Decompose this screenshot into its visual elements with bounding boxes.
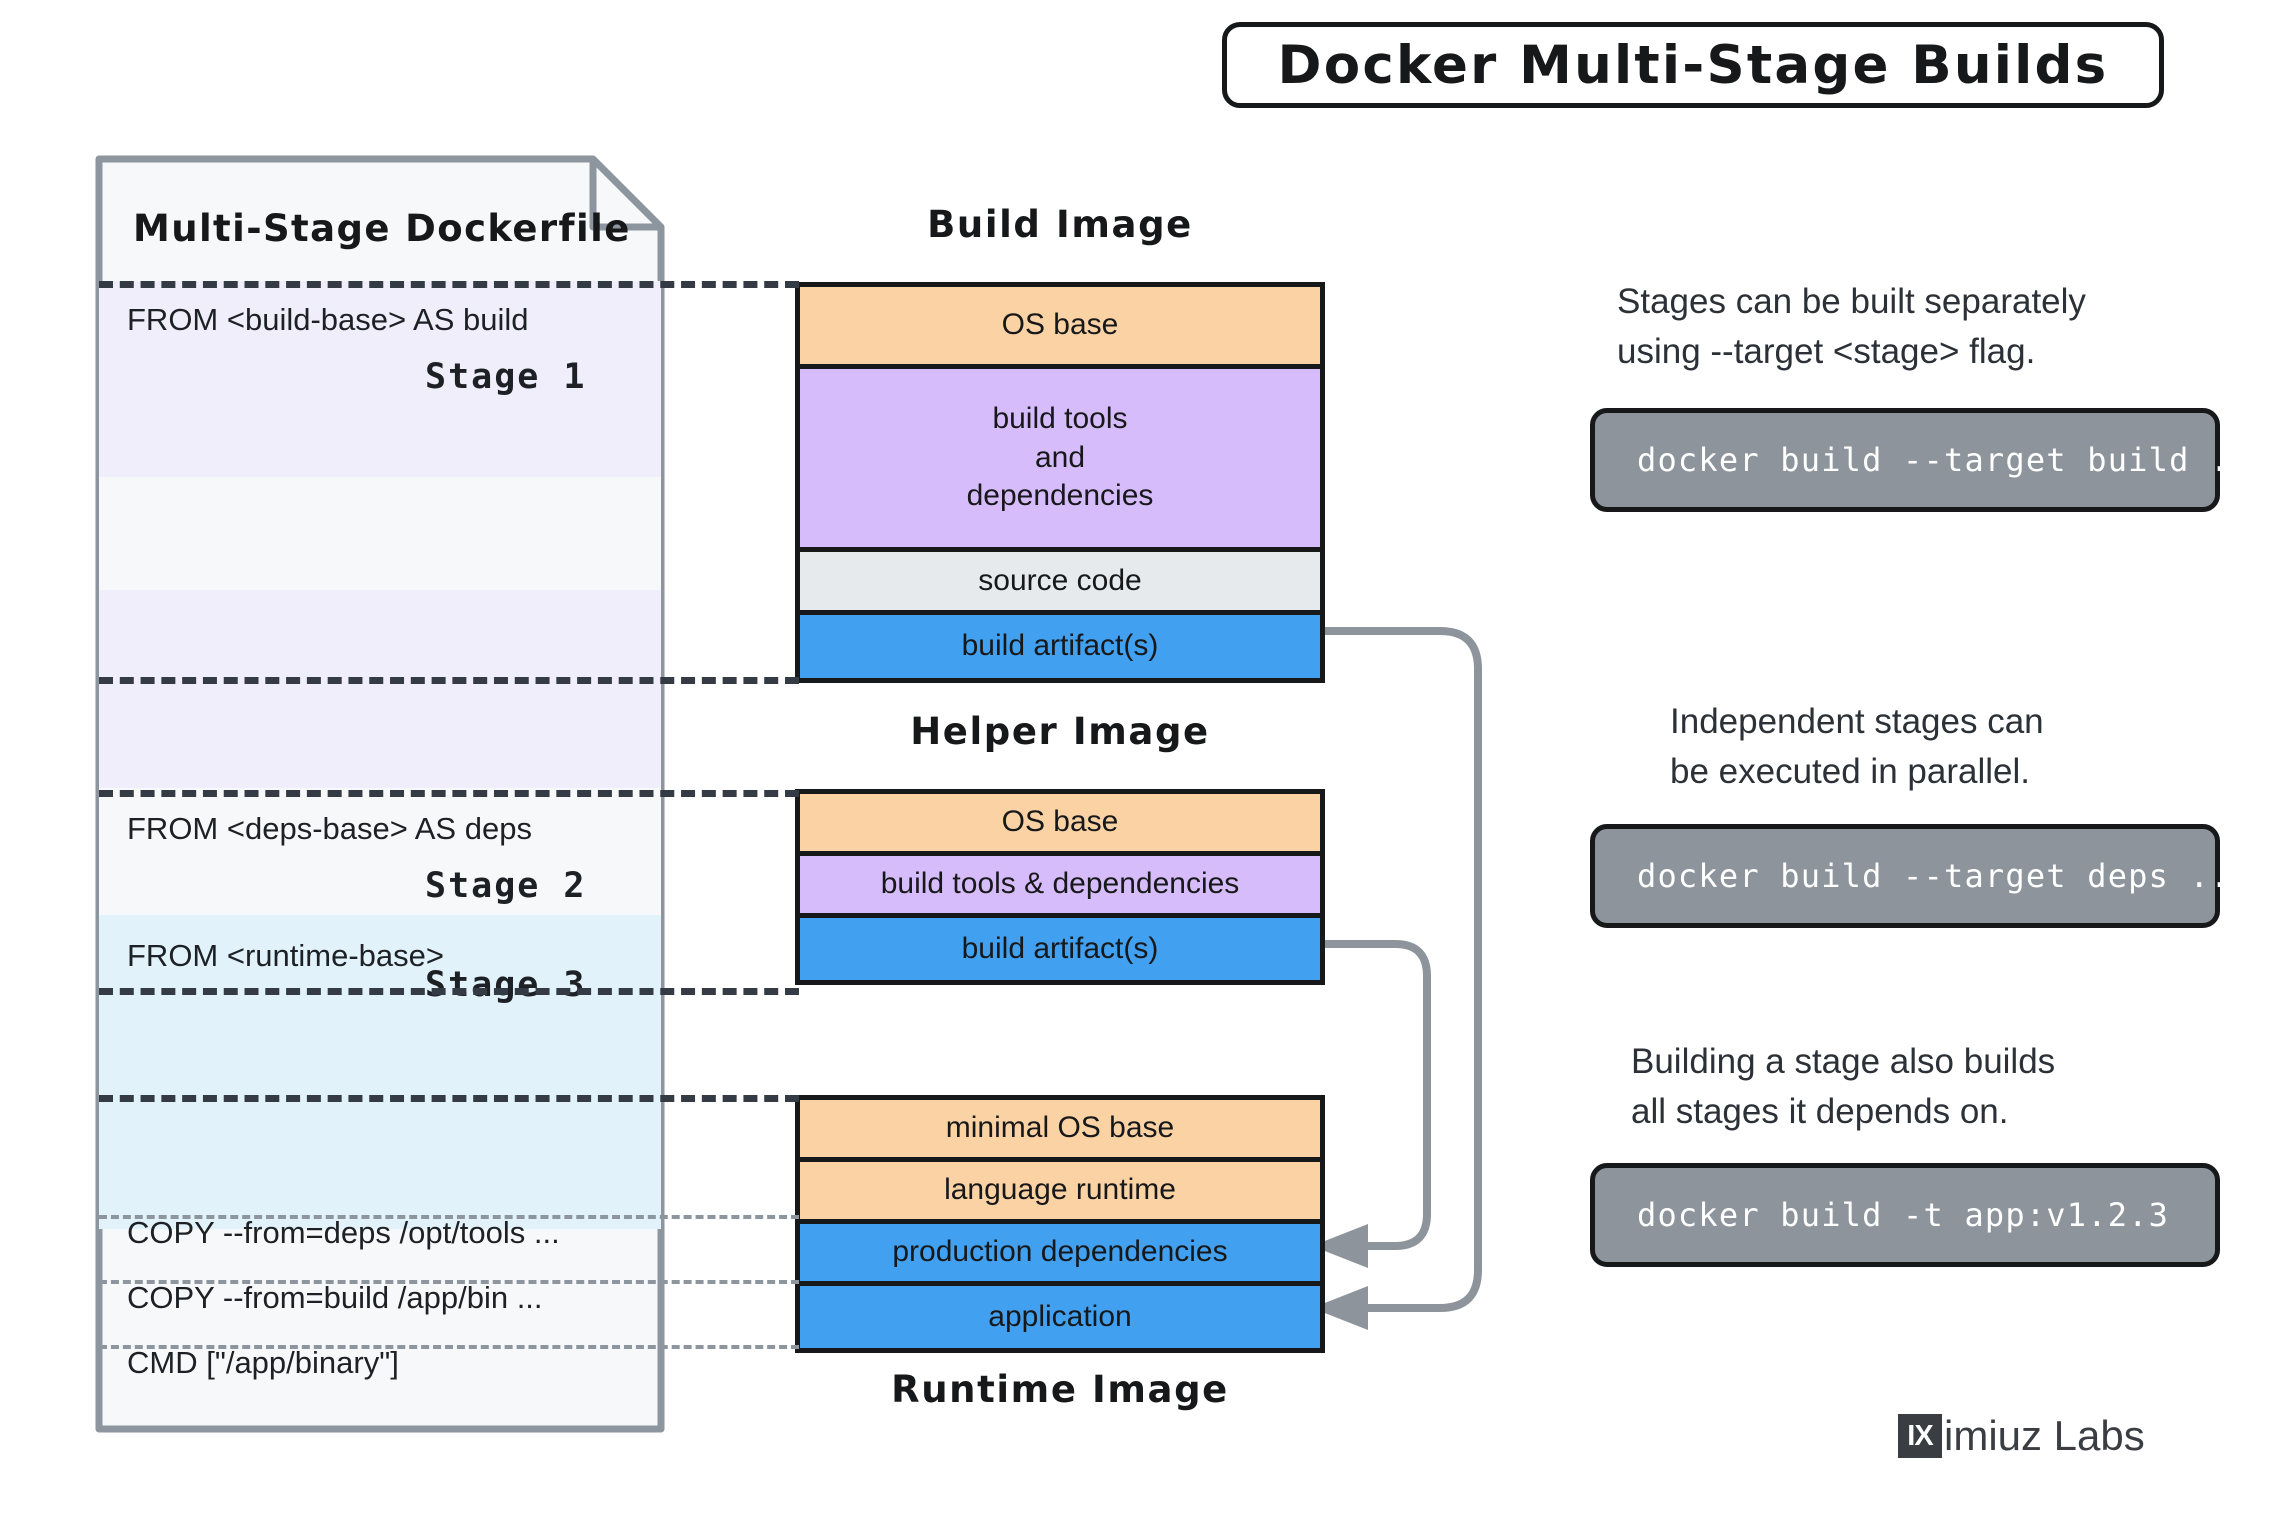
layer-os-base: OS base [800,287,1320,369]
runtime-image-caption: Runtime Image [891,1368,1229,1411]
command-text-3: docker build -t app:v1.2.3 [1637,1196,2170,1234]
layer-language-runtime: language runtime [800,1162,1320,1224]
command-pill-1[interactable]: docker build --target build ... [1590,408,2270,512]
annotation-text-3: Building a stage also builds all stages … [1631,1042,2056,1131]
layer-build-tools: build tools and dependencies [800,369,1320,552]
layer-minimal-os-base: minimal OS base [800,1100,1320,1162]
layer-build-tools-deps: build tools & dependencies [800,856,1320,918]
gap1-tint [99,477,661,590]
layer-os-base: OS base [800,794,1320,856]
gap2-tint [99,788,661,915]
stage-1-label: Stage 1 [425,357,587,397]
stage2-tint [99,590,661,788]
command-text-2: docker build --target deps ... [1637,857,2251,895]
dockerfile-document: Multi-Stage Dockerfile FROM <build-base>… [95,155,665,1433]
stage-3-label: Stage 3 [425,965,587,1005]
build-image-stack: OS base build tools and dependencies sou… [795,282,1325,683]
cmd-separator [99,1345,799,1349]
dockerfile-title: Multi-Stage Dockerfile [133,207,631,250]
command-pill-3[interactable]: docker build -t app:v1.2.3 [1590,1163,2220,1267]
stage1-top-separator [99,281,799,288]
layer-production-dependencies: production dependencies [800,1224,1320,1286]
footer-logo: IX imiuz Labs [1898,1412,2145,1460]
layer-build-artifact: build artifact(s) [800,615,1320,678]
copy-build-separator [99,1280,799,1284]
stage-2-label: Stage 2 [425,866,587,906]
footer-logo-text: imiuz Labs [1944,1412,2145,1459]
stage3-tint [99,915,661,1229]
imiuz-logo-icon: IX [1898,1414,1942,1458]
layer-application: application [800,1286,1320,1348]
stage3-top-separator [99,1095,799,1102]
dockerfile-line-copy-build: COPY --from=build /app/bin ... [127,1280,543,1315]
helper-image-caption: Helper Image [910,710,1210,753]
stage2-bottom-separator [99,988,799,995]
annotation-text-1: Stages can be built separately using --t… [1617,282,2086,371]
stage2-top-separator [99,790,799,797]
dockerfile-line-from-runtime: FROM <runtime-base> [127,938,444,973]
dockerfile-line-copy-deps: COPY --from=deps /opt/tools ... [127,1215,560,1250]
dockerfile-line-from-deps: FROM <deps-base> AS deps [127,811,532,846]
helper-image-stack: OS base build tools & dependencies build… [795,789,1325,985]
page-title: Docker Multi-Stage Builds [1277,34,2109,96]
command-pill-2[interactable]: docker build --target deps ... [1590,824,2250,928]
dockerfile-line-cmd: CMD ["/app/binary"] [127,1345,399,1380]
stage1-bottom-separator [99,677,799,684]
stage1-tint [99,281,661,477]
command-text-1: docker build --target build ... [1637,441,2272,479]
dockerfile-line-from-build: FROM <build-base> AS build [127,302,529,337]
copy-deps-separator [99,1215,799,1219]
annotation-text-2: Independent stages can be executed in pa… [1670,702,2044,791]
layer-build-artifact: build artifact(s) [800,918,1320,980]
layer-source-code: source code [800,552,1320,615]
runtime-image-stack: minimal OS base language runtime product… [795,1095,1325,1353]
diagram-title-box: Docker Multi-Stage Builds [1222,22,2164,108]
build-image-caption: Build Image [927,203,1193,246]
